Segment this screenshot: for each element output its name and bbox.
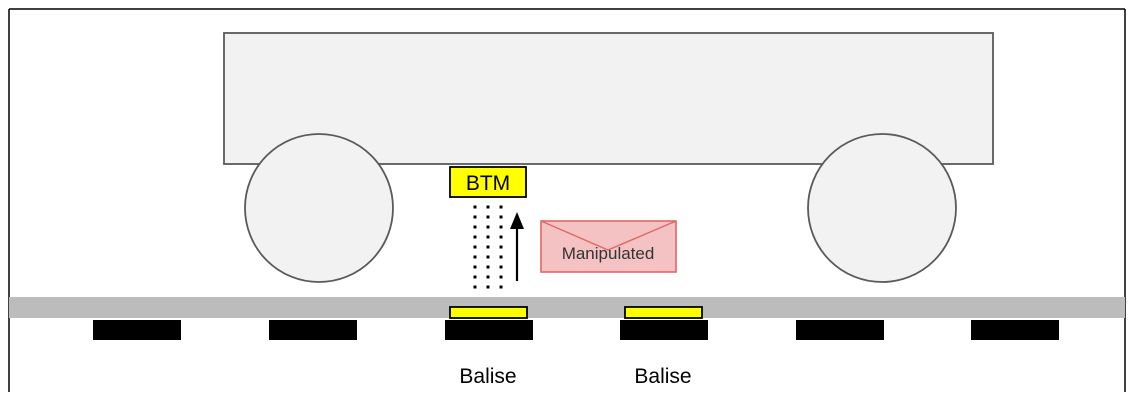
balise-2 xyxy=(624,306,703,319)
manipulated-label: Manipulated xyxy=(562,244,655,263)
sleeper xyxy=(796,320,884,340)
balise-label-2: Balise xyxy=(634,365,691,388)
signal-dot xyxy=(486,275,490,279)
signal-dot xyxy=(473,225,477,229)
rail xyxy=(9,297,1125,318)
signal-dot xyxy=(473,275,477,279)
sleeper xyxy=(269,320,357,340)
envelope-icon xyxy=(540,220,677,273)
signal-dot xyxy=(499,245,503,249)
signal-dot xyxy=(473,245,477,249)
signal-dot xyxy=(473,285,477,289)
balise-label-1: Balise xyxy=(459,365,516,388)
btm-box xyxy=(449,166,527,198)
wheel-right xyxy=(807,133,957,283)
signal-dot xyxy=(473,215,477,219)
signal-dot xyxy=(499,235,503,239)
signal-dot xyxy=(473,265,477,269)
signal-dot xyxy=(486,215,490,219)
signal-dot xyxy=(499,205,503,209)
arrow-up-icon xyxy=(510,212,524,281)
wheel-left xyxy=(244,133,394,283)
signal-dot xyxy=(486,245,490,249)
sleeper xyxy=(620,320,708,340)
signal-dot xyxy=(486,225,490,229)
signal-dot xyxy=(499,215,503,219)
signal-dot xyxy=(499,255,503,259)
signal-dot xyxy=(486,205,490,209)
sleepers xyxy=(93,320,1059,340)
signal-dot xyxy=(486,285,490,289)
sleeper xyxy=(971,320,1059,340)
signal-dot xyxy=(473,255,477,259)
btm-label: BTM xyxy=(466,172,510,195)
signal-dot xyxy=(499,265,503,269)
signal-dot xyxy=(473,235,477,239)
signal-dots xyxy=(473,205,503,289)
sleeper xyxy=(93,320,181,340)
signal-dot xyxy=(473,205,477,209)
signal-dot xyxy=(499,285,503,289)
signal-dot xyxy=(499,225,503,229)
signal-dot xyxy=(486,255,490,259)
signal-dot xyxy=(486,235,490,239)
signal-dot xyxy=(486,265,490,269)
balise-1 xyxy=(449,306,528,319)
sleeper xyxy=(445,320,533,340)
signal-dot xyxy=(499,275,503,279)
